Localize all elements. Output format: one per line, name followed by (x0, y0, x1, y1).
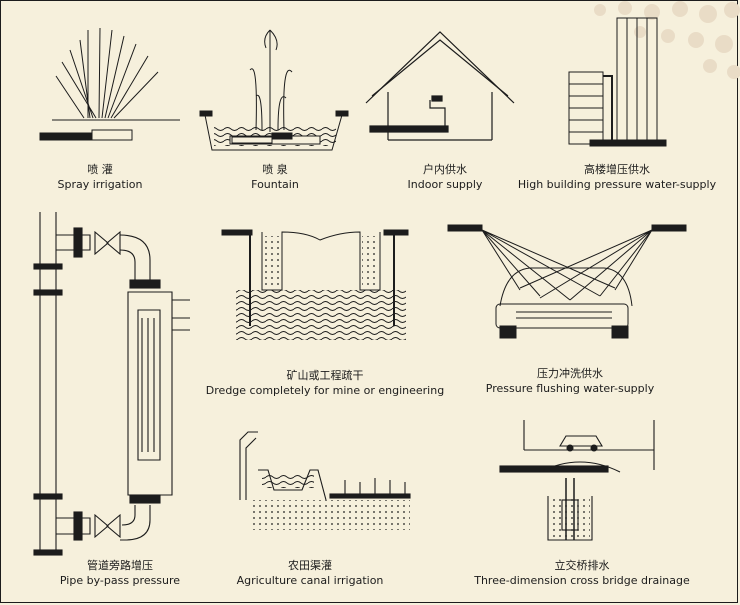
caption-zh: 管道旁路增压 (87, 559, 153, 572)
caption-fountain: 喷 泉 Fountain (220, 162, 330, 192)
caption-agriculture: 农田渠灌 Agriculture canal irrigation (230, 558, 390, 588)
caption-zh: 喷 泉 (262, 163, 288, 176)
caption-high-building: 高楼增压供水 High building pressure water-supp… (510, 162, 724, 192)
caption-en: Pipe by-pass pressure (59, 574, 181, 587)
caption-zh: 农田渠灌 (288, 559, 332, 572)
caption-pressure-flushing: 压力冲洗供水 Pressure flushing water-supply (470, 366, 670, 396)
caption-pipe-bypass: 管道旁路增压 Pipe by-pass pressure (30, 558, 210, 588)
high-building-illustration (568, 17, 667, 147)
indoor-supply-illustration (365, 31, 515, 141)
caption-en: Fountain (251, 178, 299, 191)
caption-en: Indoor supply (407, 178, 483, 191)
caption-en: Agriculture canal irrigation (236, 574, 384, 587)
caption-en: Spray irrigation (57, 178, 143, 191)
caption-zh: 高楼增压供水 (584, 163, 650, 176)
caption-en: High building pressure water-supply (517, 178, 717, 191)
caption-zh: 立交桥排水 (554, 559, 610, 572)
caption-zh: 压力冲洗供水 (537, 367, 603, 380)
caption-zh: 矿山或工程疏干 (286, 369, 364, 382)
caption-en: Dredge completely for mine or engineerin… (205, 384, 445, 397)
caption-en: Three-dimension cross bridge drainage (474, 574, 690, 587)
caption-spray-irrigation: 喷 灌 Spray irrigation (40, 162, 160, 192)
agriculture-irrigation-illustration (239, 431, 411, 530)
caption-zh: 户内供水 (423, 163, 467, 176)
caption-en: Pressure flushing water-supply (485, 382, 655, 395)
spray-irrigation-illustration (39, 27, 180, 141)
fountain-illustration (199, 29, 349, 151)
caption-indoor-supply: 户内供水 Indoor supply (385, 162, 505, 192)
caption-zh: 喷 灌 (87, 163, 113, 176)
dredge-illustration (221, 229, 409, 340)
caption-bridge-drainage: 立交桥排水 Three-dimension cross bridge drain… (466, 558, 698, 588)
bridge-drainage-illustration (499, 420, 655, 541)
pressure-flushing-illustration (447, 224, 687, 339)
pipe-bypass-illustration (33, 212, 190, 556)
caption-dredge: 矿山或工程疏干 Dredge completely for mine or en… (205, 368, 445, 398)
